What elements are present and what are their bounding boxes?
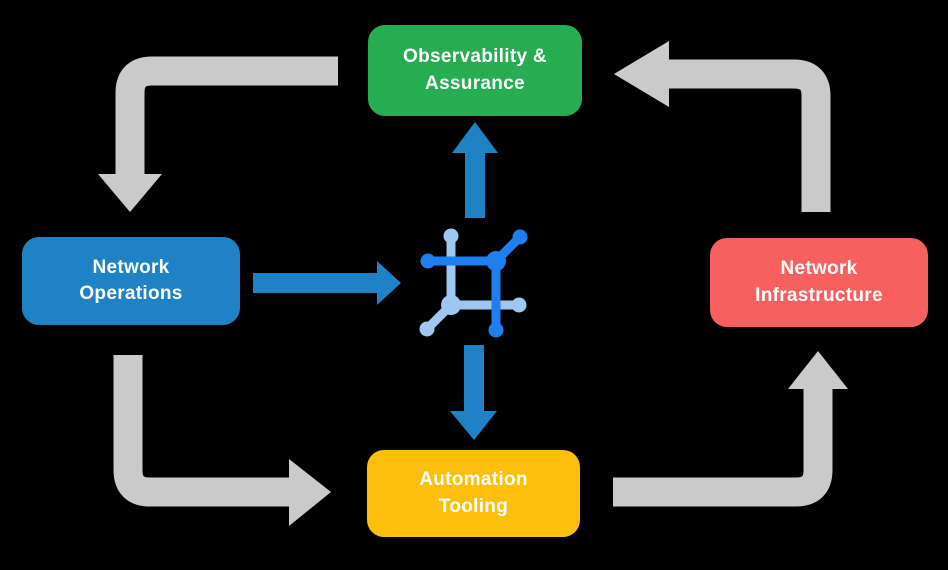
icon-node-dot <box>420 253 436 269</box>
arrow-platform-to-observability <box>452 122 498 218</box>
arrow-head <box>788 351 848 389</box>
arrow-shaft <box>113 355 290 507</box>
network-mesh-icon <box>419 228 528 338</box>
arrow-head <box>450 411 497 440</box>
icon-junction-dot <box>486 251 506 271</box>
node-network-infrastructure-label: Network Infrastructure <box>755 258 883 306</box>
arrow-platform-to-automation <box>450 345 497 440</box>
arrow-head <box>289 459 331 526</box>
node-observability: Observability & Assurance <box>368 25 582 116</box>
arrow-head <box>452 122 498 153</box>
arrow-observability-to-operations <box>98 56 338 212</box>
node-network-infrastructure: Network Infrastructure <box>710 238 928 327</box>
arrow-operations-to-platform <box>253 261 401 305</box>
node-network-operations-label: Network Operations <box>79 256 183 304</box>
arrow-head <box>377 261 401 305</box>
icon-node-dot <box>443 228 459 244</box>
node-automation-tooling: Automation Tooling <box>367 450 580 537</box>
arrow-shaft <box>115 56 338 175</box>
icon-junction-dot <box>441 295 461 315</box>
arrow-operations-to-automation <box>113 355 331 526</box>
arrow-head <box>614 41 669 107</box>
node-observability-label: Observability & Assurance <box>403 46 547 94</box>
arrow-infrastructure-to-observability <box>614 41 831 212</box>
icon-node-dot <box>419 321 435 337</box>
icon-node-dot <box>511 297 527 313</box>
icon-node-dot <box>512 229 528 245</box>
arrow-shaft <box>669 59 831 212</box>
node-automation-tooling-label: Automation Tooling <box>419 469 528 517</box>
arrow-head <box>98 174 162 212</box>
icon-node-dot <box>488 322 504 338</box>
arrow-shaft <box>613 389 833 507</box>
node-network-operations: Network Operations <box>22 237 240 325</box>
arrow-automation-to-infrastructure <box>613 351 848 507</box>
